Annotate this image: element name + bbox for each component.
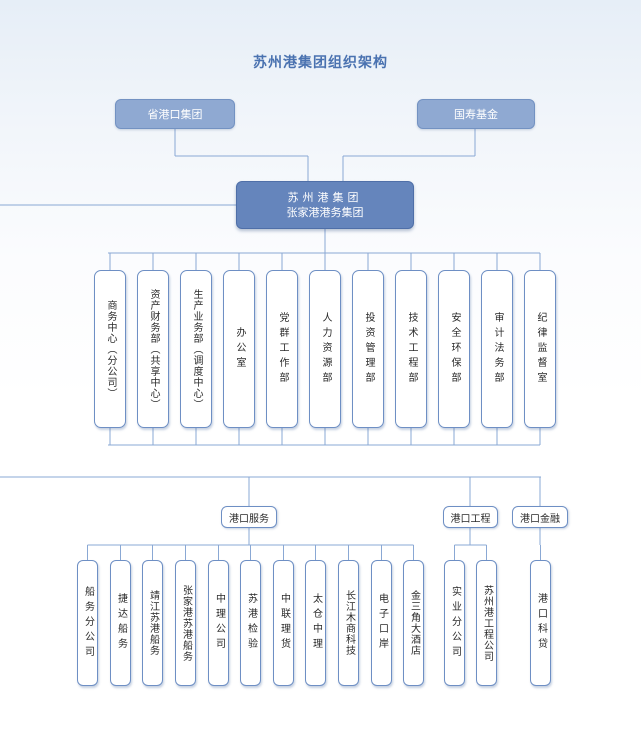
subsidiary-box: 苏港检验: [240, 560, 261, 686]
department-label: 投资管理部: [363, 311, 374, 387]
department-box: 审计法务部: [481, 270, 513, 428]
subsidiary-box: 捷达船务: [110, 560, 131, 686]
subsidiary-label: 靖江苏港船务: [147, 590, 159, 656]
subsidiary-box: 电子口岸: [371, 560, 392, 686]
subsidiary-label: 张家港苏港船务: [180, 584, 192, 662]
group-label-2: 港口金融: [512, 506, 568, 528]
subsidiary-box: 靖江苏港船务: [142, 560, 163, 686]
subsidiary-label: 苏州港工程公司: [481, 584, 493, 662]
subsidiary-label: 港口科贷: [535, 593, 547, 653]
main-group-box: 苏州港集团 张家港港务集团: [236, 181, 414, 229]
department-label: 审计法务部: [492, 311, 503, 387]
department-label: 党群工作部: [277, 311, 288, 387]
department-box: 技术工程部: [395, 270, 427, 428]
subsidiary-box: 太仓中理: [305, 560, 326, 686]
department-label: 技术工程部: [406, 311, 417, 387]
subsidiary-box: 港口科贷: [530, 560, 551, 686]
group-label-1: 港口工程: [443, 506, 498, 528]
department-label: 纪律监督室: [535, 311, 546, 387]
department-label: 生产业务部（调度中心）: [191, 288, 202, 410]
subsidiary-label: 太仓中理: [310, 593, 322, 653]
page-title: 苏州港集团组织架构: [253, 55, 388, 71]
subsidiary-label: 中联理货: [278, 593, 290, 653]
department-label: 人力资源部: [320, 311, 331, 387]
subsidiary-box: 苏州港工程公司: [476, 560, 497, 686]
department-box: 生产业务部（调度中心）: [180, 270, 212, 428]
department-box: 安全环保部: [438, 270, 470, 428]
subsidiary-label: 捷达船务: [115, 593, 127, 653]
subsidiary-box: 中联理货: [273, 560, 294, 686]
department-label: 资产财务部（共享中心）: [148, 288, 159, 410]
subsidiary-label: 实业分公司: [449, 585, 461, 661]
department-box: 办公室: [223, 270, 255, 428]
subsidiary-label: 船务分公司: [82, 585, 94, 661]
subsidiary-label: 中理公司: [213, 593, 225, 653]
department-box: 投资管理部: [352, 270, 384, 428]
main-group-subname: 张家港港务集团: [286, 206, 364, 219]
main-group-name: 苏州港集团: [287, 191, 363, 204]
subsidiary-label: 长江木商科技: [343, 590, 355, 656]
subsidiary-box: 金三角大酒店: [403, 560, 424, 686]
subsidiary-box: 实业分公司: [444, 560, 465, 686]
group-label-0: 港口服务: [221, 506, 277, 528]
subsidiary-box: 中理公司: [208, 560, 229, 686]
subsidiary-label: 电子口岸: [376, 593, 388, 653]
department-label: 商务中心（分公司）: [105, 299, 116, 399]
subsidiary-label: 苏港检验: [245, 593, 257, 653]
department-label: 安全环保部: [449, 311, 460, 387]
department-box: 资产财务部（共享中心）: [137, 270, 169, 428]
shareholder-provincial-port-group: 省港口集团: [115, 99, 235, 129]
subsidiary-box: 张家港苏港船务: [175, 560, 196, 686]
department-box: 党群工作部: [266, 270, 298, 428]
subsidiary-box: 船务分公司: [77, 560, 98, 686]
department-label: 办公室: [234, 326, 245, 372]
department-box: 纪律监督室: [524, 270, 556, 428]
department-box: 商务中心（分公司）: [94, 270, 126, 428]
department-box: 人力资源部: [309, 270, 341, 428]
subsidiary-label: 金三角大酒店: [408, 590, 420, 656]
subsidiary-box: 长江木商科技: [338, 560, 359, 686]
shareholder-guoshou-fund: 国寿基金: [417, 99, 535, 129]
